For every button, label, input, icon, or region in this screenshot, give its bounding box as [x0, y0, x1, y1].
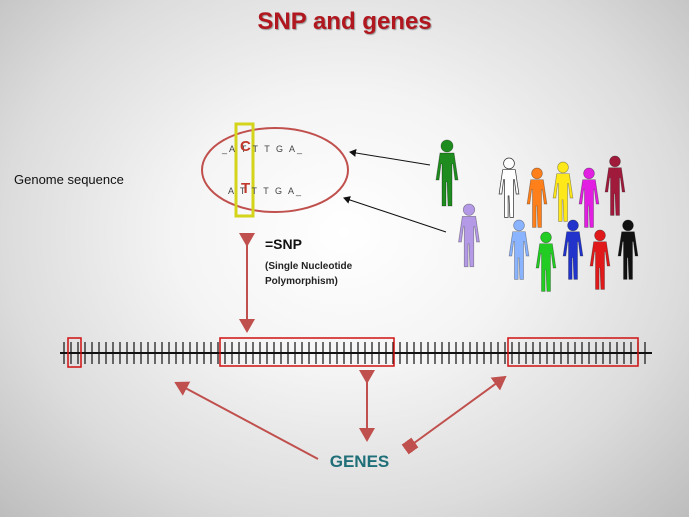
- arrow-to-top-sequence: [349, 149, 431, 166]
- person-icon: [435, 139, 459, 207]
- person-icon: [535, 231, 557, 292]
- sequence-bottom: A T T T G A_: [228, 186, 304, 196]
- genes-arrow-left: [174, 381, 319, 460]
- person-icon: [552, 161, 574, 222]
- person-icon: [617, 219, 639, 280]
- snp-heading: =SNP: [265, 236, 302, 252]
- sequence-top: _A T T T G A_: [222, 144, 305, 154]
- people-group: [435, 139, 639, 292]
- snp-letter-c: C: [240, 138, 251, 155]
- person-icon: [508, 219, 530, 280]
- genes-label: GENES: [329, 452, 390, 471]
- person-icon: [578, 167, 600, 228]
- person-icon: [458, 203, 480, 268]
- gene-box-right: [507, 337, 639, 367]
- person-icon: [604, 155, 626, 216]
- person-icon: [589, 229, 611, 290]
- page-title: SNP and genes: [257, 8, 432, 35]
- gene-box-small: [67, 337, 82, 368]
- person-icon: [498, 157, 520, 218]
- genome-sequence-label: Genome sequence: [14, 172, 124, 187]
- snp-highlight-box: [234, 122, 255, 218]
- person-icon: [526, 167, 548, 228]
- person-icon: [562, 219, 584, 280]
- gene-box-middle: [219, 337, 395, 367]
- sequence-ellipse: [201, 127, 349, 213]
- chromosome-ticks: [63, 342, 646, 364]
- genes-arrow-right: [401, 375, 507, 455]
- arrow-to-bottom-sequence: [343, 196, 447, 233]
- snp-definition: (Single Nucleotide Polymorphism): [265, 261, 353, 287]
- snp-letter-t: T: [241, 180, 251, 197]
